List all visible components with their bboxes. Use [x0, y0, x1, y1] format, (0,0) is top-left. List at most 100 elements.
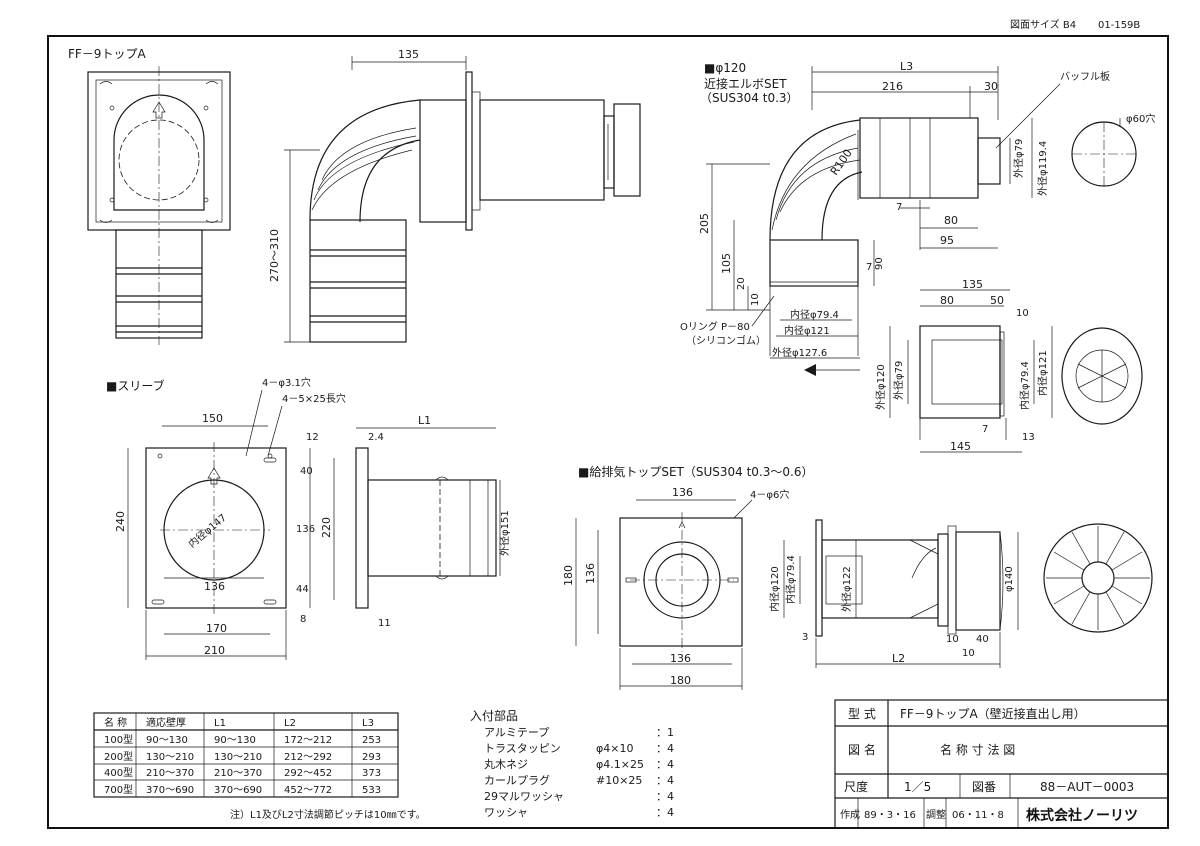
dim-R100: R100 [828, 147, 855, 178]
sleeve-holes-2: 4－5×25長穴 [282, 392, 346, 405]
accessory-qty: ：4 [656, 806, 674, 819]
topset-holes: 4－φ6穴 [750, 488, 789, 501]
cap-id121: 内径φ121 [1036, 350, 1049, 396]
tb-model-value: FF－9トップA（壁近接直出し用） [900, 706, 1086, 721]
accessory-name: ワッシャ [484, 806, 528, 819]
spec-header-2: L1 [214, 718, 226, 729]
sleeve-dim-150: 150 [202, 412, 223, 425]
accessory-qty: ：4 [656, 774, 674, 787]
topset-dim-180v: 180 [562, 565, 575, 586]
elbow-set-view: ■φ120 近接エルボSET （SUS304 t0.3） L3 216 30 R… [680, 60, 1155, 376]
topset-title: ■給排気トップSET（SUS304 t0.3～0.6） [578, 464, 813, 479]
sleeve-dim-240: 240 [114, 511, 127, 532]
accessory-qty: ：4 [656, 758, 674, 771]
baffle-cap-view: 135 80 50 10 7 13 145 外径φ120 外径φ79 内径φ79… [874, 278, 1143, 453]
tb-made-label: 作成 [840, 809, 860, 821]
sleeve-od151: 外径φ151 [498, 510, 511, 556]
title-block: 型 式 FF－9トップA（壁近接直出し用） 図 名 名 称 寸 法 図 尺度 1… [834, 699, 1169, 829]
tb-model-label: 型 式 [848, 707, 876, 721]
top-set-view: ■給排気トップSET（SUS304 t0.3～0.6） 136 4－φ6穴 18… [562, 464, 1153, 690]
dim-10-elbow: 10 [750, 293, 761, 306]
oring-label-1: Oリング P－80 [680, 320, 750, 333]
tb-scale-value: 1／5 [904, 780, 931, 794]
topset-od122: 外径φ122 [840, 566, 853, 612]
spec-cell: 130～210 [146, 752, 194, 763]
tb-drawing-label: 図 名 [848, 742, 876, 757]
sleeve-view: ■スリーブ 4－φ3.1穴 4－5×25長穴 150 内径φ147 136 24… [106, 376, 511, 660]
cap-dim-80: 80 [940, 294, 954, 307]
dim-20: 20 [736, 277, 747, 290]
spec-cell: 130～210 [214, 752, 262, 763]
spec-cell: 400型 [104, 766, 133, 779]
dim-7-b: 7 [866, 262, 872, 273]
spec-cell: 253 [362, 735, 381, 746]
dim-270-310: 270～310 [268, 229, 281, 282]
sleeve-id147: 内径φ147 [186, 511, 229, 550]
topset-dim-10a: 10 [946, 634, 959, 645]
spec-cell: 210～370 [146, 768, 194, 779]
dim-90: 90 [874, 257, 885, 270]
elbow-od119: 外径φ119.4 [1036, 141, 1049, 196]
spec-cell: 700型 [104, 783, 133, 796]
spec-cell: 293 [362, 752, 381, 763]
accessory-name: カールプラグ [484, 773, 550, 787]
drawing-border [47, 35, 1169, 829]
sleeve-dim-8: 8 [300, 614, 306, 625]
elbow-od127: 外径φ127.6 [772, 346, 827, 359]
sleeve-dim-40: 40 [300, 466, 313, 477]
elbow-id79: 内径φ79.4 [790, 308, 839, 321]
tb-revised-label: 調整 [926, 808, 946, 821]
spec-note: 注）L1及びL2寸法調節ピッチは10㎜です。 [230, 808, 426, 821]
oring-label-2: （シリコンゴム） [686, 334, 766, 347]
dim-216: 216 [882, 80, 903, 93]
topset-dim-10b: 10 [962, 648, 975, 659]
tb-number-value: 88－AUT－0003 [1040, 780, 1134, 794]
topset-flange [619, 517, 743, 647]
sleeve-dim-12: 12 [306, 432, 319, 443]
topset-id120: 内径φ120 [768, 566, 781, 612]
dim-135-top-a: 135 [398, 48, 419, 61]
spec-header-1: 適応壁厚 [146, 716, 186, 729]
sleeve-dim-2-4: 2.4 [368, 432, 384, 443]
accessory-name: アルミテープ [484, 726, 549, 739]
spec-cell: 212～292 [284, 752, 332, 763]
tb-scale-label: 尺度 [844, 779, 868, 794]
topset-id79: 内径φ79.4 [784, 555, 797, 604]
elbow-title-1: ■φ120 [704, 61, 746, 75]
spec-cell: 452～772 [284, 785, 332, 796]
spec-cell: 370～690 [146, 785, 194, 796]
topset-dim-136v: 136 [584, 563, 597, 584]
elbow-od79: 外径φ79 [1012, 139, 1025, 178]
elbow-id121: 内径φ121 [784, 324, 830, 337]
sleeve-dim-136v: 136 [296, 524, 315, 535]
cap-dim-50: 50 [990, 294, 1004, 307]
topset-dim-136-top: 136 [672, 486, 693, 499]
cap-dim-10: 10 [1016, 308, 1029, 319]
spec-cell: 370～690 [214, 785, 262, 796]
topset-dim-140: φ140 [1004, 566, 1015, 592]
spec-header-4: L3 [362, 718, 374, 729]
sleeve-dim-210: 210 [204, 644, 225, 657]
dim-L3: L3 [900, 60, 913, 73]
spec-cell: 533 [362, 785, 381, 796]
spec-cell: 210～370 [214, 768, 262, 779]
hole-60-label: φ60穴 [1126, 112, 1155, 125]
accessory-name: トラスタッピン [484, 742, 561, 755]
sleeve-dim-170: 170 [206, 622, 227, 635]
topset-dim-3: 3 [802, 632, 808, 643]
tb-company: 株式会社ノーリツ [1026, 807, 1138, 824]
elbow-title-2: 近接エルボSET [704, 76, 787, 91]
topset-dim-40: 40 [976, 634, 989, 645]
accessory-name: 丸木ネジ [484, 758, 528, 771]
topset-dim-136h: 136 [670, 652, 691, 665]
cap-end-view [1061, 327, 1143, 425]
spec-cell: 200型 [104, 750, 133, 763]
dim-30: 30 [984, 80, 998, 93]
sleeve-dim-11: 11 [378, 618, 391, 629]
spec-cell: 172～212 [284, 735, 332, 746]
sheet-size-label: 図面サイズ B4 [1010, 18, 1076, 31]
accessory-qty: ：4 [656, 742, 674, 755]
